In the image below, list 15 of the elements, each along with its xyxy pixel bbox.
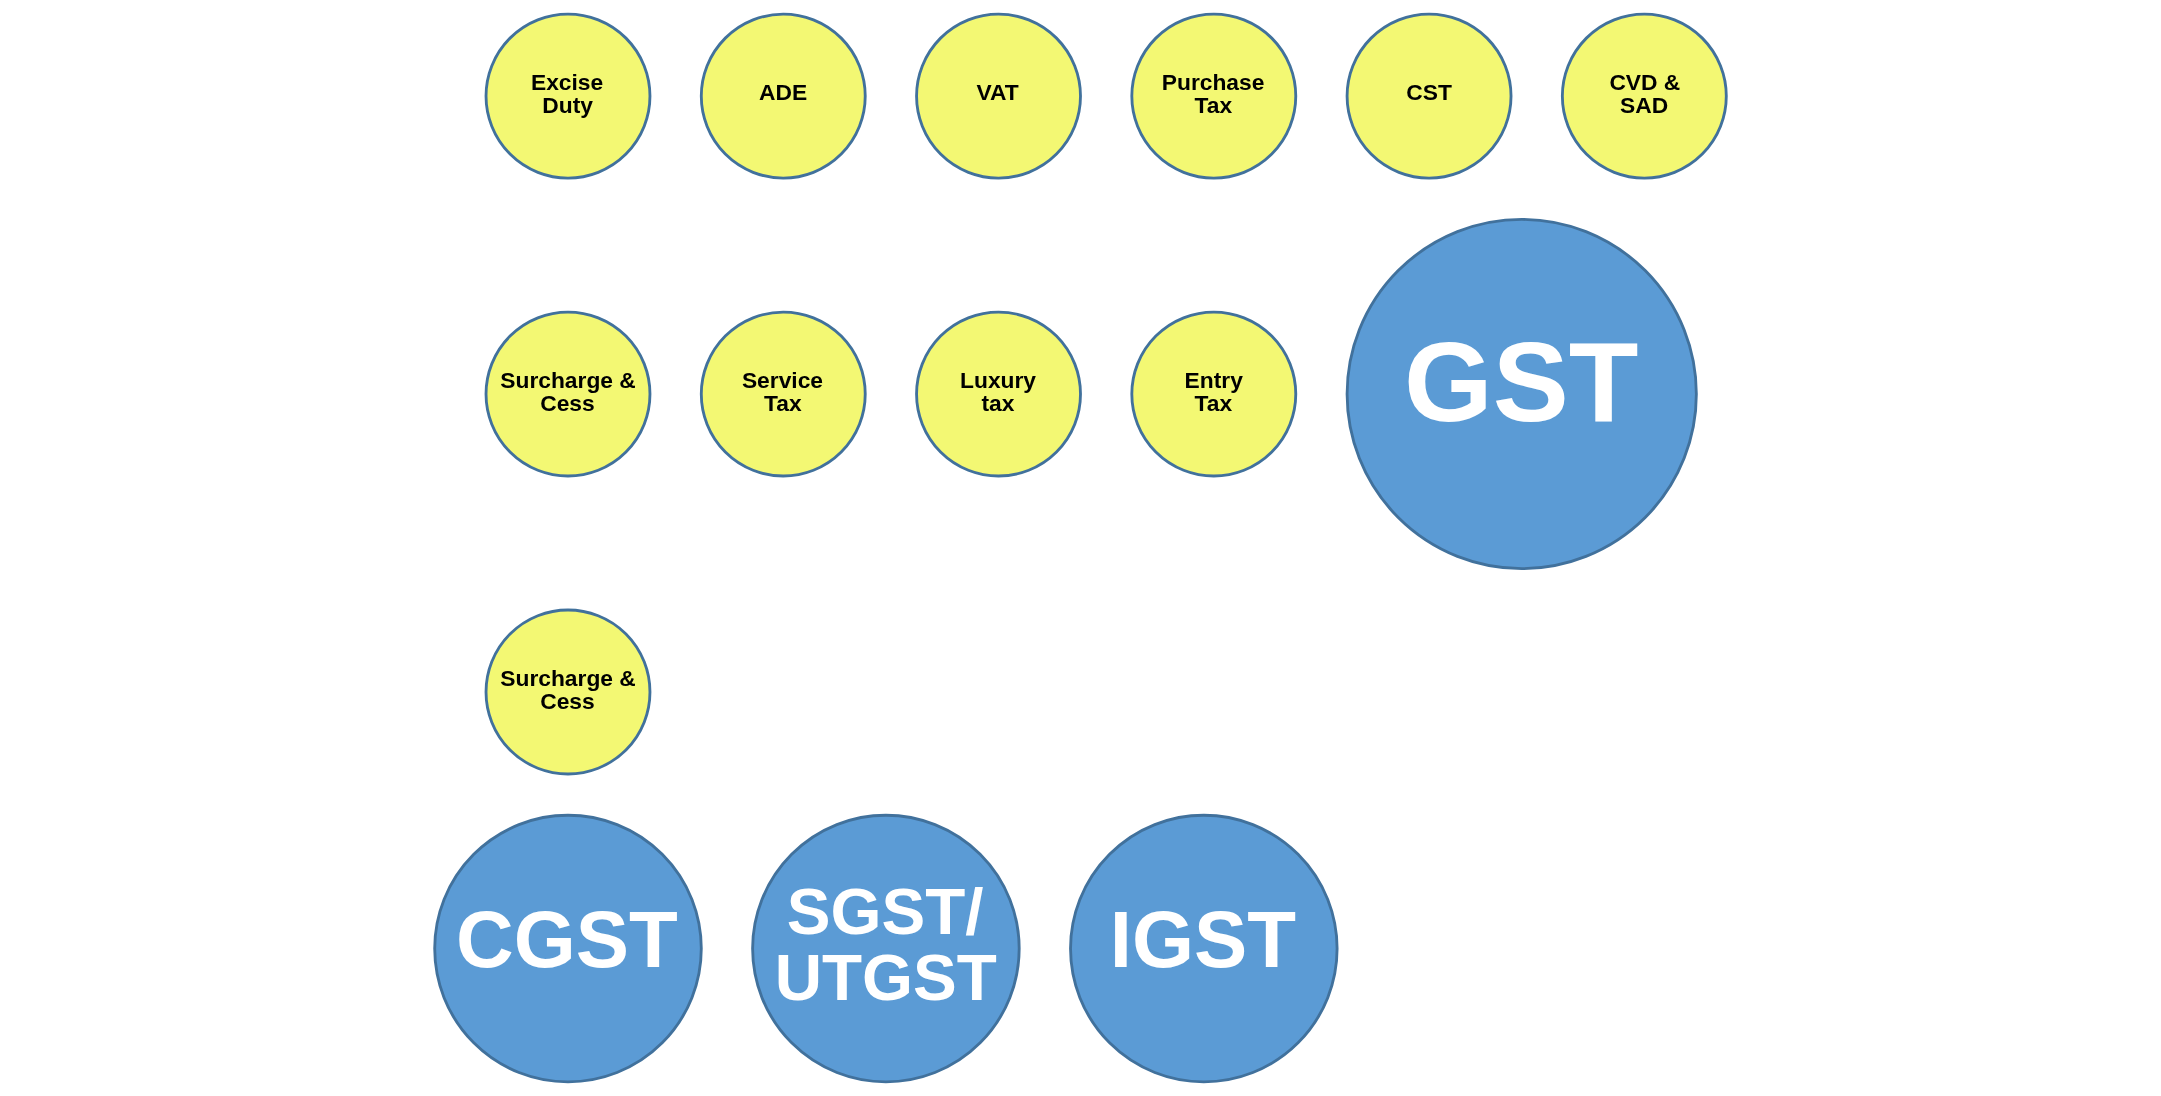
node-circle: IGST [1069, 813, 1339, 1084]
node-circle: VAT [915, 12, 1082, 180]
node-circle: Entry Tax [1130, 310, 1298, 478]
node-circle: CVD & SAD [1560, 12, 1728, 180]
node-circle: Luxury tax [915, 310, 1082, 478]
node-circle: Purchase Tax [1130, 12, 1298, 180]
node-circle: Surcharge & Cess [484, 608, 652, 776]
node-circle: CGST [433, 813, 703, 1084]
node-circle: SGST/ UTGST [751, 813, 1021, 1084]
node-circle: ADE [699, 12, 867, 180]
node-circle: Excise Duty [484, 12, 652, 180]
node-circle: Service Tax [699, 310, 867, 478]
node-circle: Surcharge & Cess [484, 310, 652, 478]
node-circle: GST [1345, 217, 1698, 571]
node-circle: CST [1345, 12, 1513, 180]
